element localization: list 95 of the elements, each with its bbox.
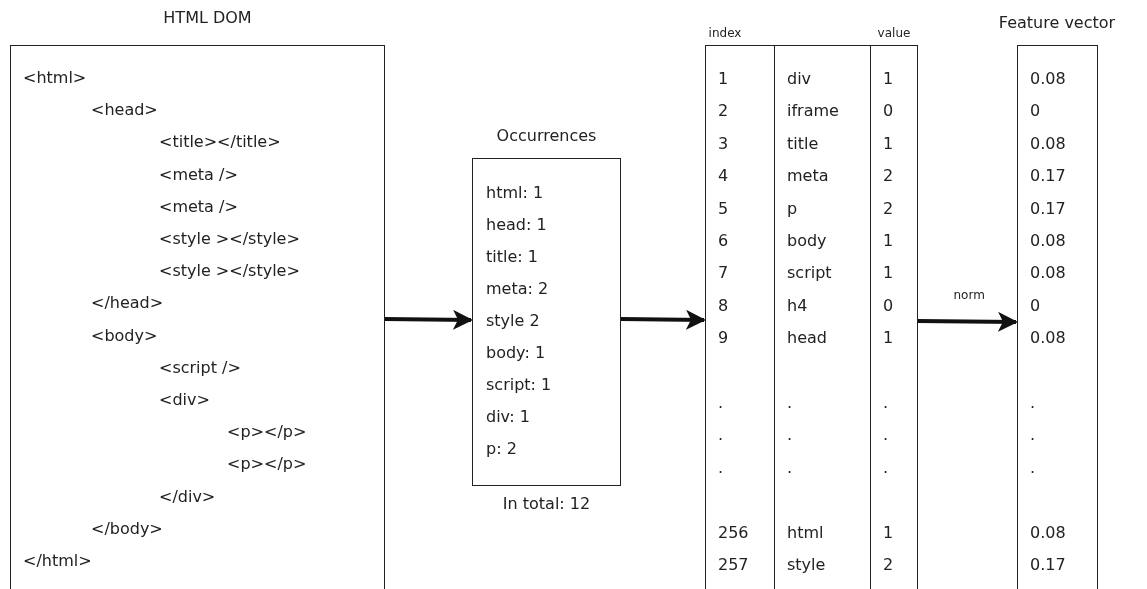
table-column <box>705 45 775 589</box>
table-entry: 0 <box>883 101 894 122</box>
table-entry: h4 <box>787 295 808 316</box>
table-entry: 1 <box>883 328 894 349</box>
table-entry: 0 <box>1030 295 1041 316</box>
table-entry: 3 <box>718 133 729 154</box>
table-entry: 1 <box>883 263 894 284</box>
table-entry: 7 <box>718 263 729 284</box>
table-entry: 256 <box>718 522 749 543</box>
table-entry: 1 <box>883 522 894 543</box>
table-entry: 0.08 <box>1030 69 1066 89</box>
table-entry: head: 1 <box>486 215 547 235</box>
code-line: <style ></style> <box>159 261 300 282</box>
table-entry: 0.08 <box>1030 263 1066 284</box>
arrow <box>917 311 1018 332</box>
table-entry: 0.17 <box>1030 198 1066 219</box>
table-entry: meta <box>787 166 829 187</box>
ellipsis-dot: . <box>883 457 889 478</box>
table-entry: p: 2 <box>486 439 517 459</box>
table-entry: iframe <box>787 101 839 122</box>
ellipsis-dot: . <box>1030 457 1036 478</box>
table-entry: 1 <box>718 69 729 89</box>
table-entry: 6 <box>718 231 729 251</box>
code-line: <p></p> <box>227 454 307 475</box>
code-line: <style ></style> <box>159 229 300 249</box>
ellipsis-dot: . <box>883 425 889 446</box>
table-entry: html: 1 <box>486 183 544 203</box>
code-line: <script /> <box>159 357 241 378</box>
table-entry: div: 1 <box>486 407 530 427</box>
table-entry: style <box>787 555 826 575</box>
table-entry: 9 <box>718 328 729 349</box>
table-entry: div <box>787 69 812 89</box>
table-entry: 2 <box>883 555 894 575</box>
code-line: </body> <box>91 518 163 539</box>
code-line: <body> <box>91 325 158 346</box>
table-entry: 0 <box>883 295 894 316</box>
code-line: <head> <box>91 100 158 121</box>
table-entry: 0.08 <box>1030 522 1066 543</box>
code-line: </head> <box>91 293 164 314</box>
table-entry: 2 <box>883 198 894 219</box>
column-heading: value <box>876 25 912 42</box>
code-line: </html> <box>23 551 92 571</box>
table-entry: 5 <box>718 198 729 219</box>
text-box <box>1017 45 1098 589</box>
column-heading: index <box>707 25 743 42</box>
table-entry: title: 1 <box>486 247 538 267</box>
column-heading: Occurrences <box>495 126 598 146</box>
code-line: <p></p> <box>227 422 307 443</box>
arrow <box>384 309 473 330</box>
text-box <box>10 45 385 589</box>
table-entry: 8 <box>718 295 729 316</box>
ellipsis-dot: . <box>718 425 724 446</box>
ellipsis-dot: . <box>718 393 724 413</box>
table-entry: body <box>787 231 827 251</box>
code-line: <meta /> <box>159 196 238 217</box>
table-entry: 1 <box>883 231 894 251</box>
table-entry: style 2 <box>486 311 540 331</box>
table-entry: body: 1 <box>486 343 546 363</box>
table-entry: script <box>787 263 832 284</box>
column-heading: HTML DOM <box>162 8 253 28</box>
ellipsis-dot: . <box>718 457 724 478</box>
ellipsis-dot: . <box>1030 393 1036 413</box>
table-entry: 257 <box>718 555 749 575</box>
table-entry: 1 <box>883 133 894 154</box>
table-entry: 0 <box>1030 101 1041 122</box>
code-line: <meta /> <box>159 164 238 185</box>
column-heading: Feature vector <box>997 13 1117 33</box>
table-entry: . <box>787 425 793 446</box>
table-column <box>870 45 918 589</box>
text-box <box>472 158 621 486</box>
table-entry: . <box>787 457 793 478</box>
code-line: <html> <box>23 68 87 88</box>
table-entry: script: 1 <box>486 375 552 395</box>
code-line: <title></title> <box>159 132 281 153</box>
total-note: In total: 12 <box>501 494 592 514</box>
table-entry: 4 <box>718 166 729 187</box>
table-entry: 2 <box>718 101 729 122</box>
ellipsis-dot: . <box>1030 425 1036 446</box>
table-entry: 0.17 <box>1030 166 1066 187</box>
code-line: <div> <box>159 390 210 410</box>
table-entry: 0.08 <box>1030 328 1066 349</box>
table-entry: 0.17 <box>1030 555 1066 575</box>
table-entry: title <box>787 133 819 154</box>
table-entry: . <box>787 393 793 413</box>
table-entry: head <box>787 328 827 349</box>
table-entry: 0.08 <box>1030 231 1066 251</box>
table-entry: p <box>787 198 798 219</box>
code-line: </div> <box>159 486 216 507</box>
ellipsis-dot: . <box>883 393 889 413</box>
table-entry: 0.08 <box>1030 133 1066 154</box>
table-entry: html <box>787 522 824 543</box>
table-entry: 2 <box>883 166 894 187</box>
table-entry: 1 <box>883 69 894 89</box>
arrow <box>620 309 706 330</box>
table-entry: meta: 2 <box>486 279 549 299</box>
